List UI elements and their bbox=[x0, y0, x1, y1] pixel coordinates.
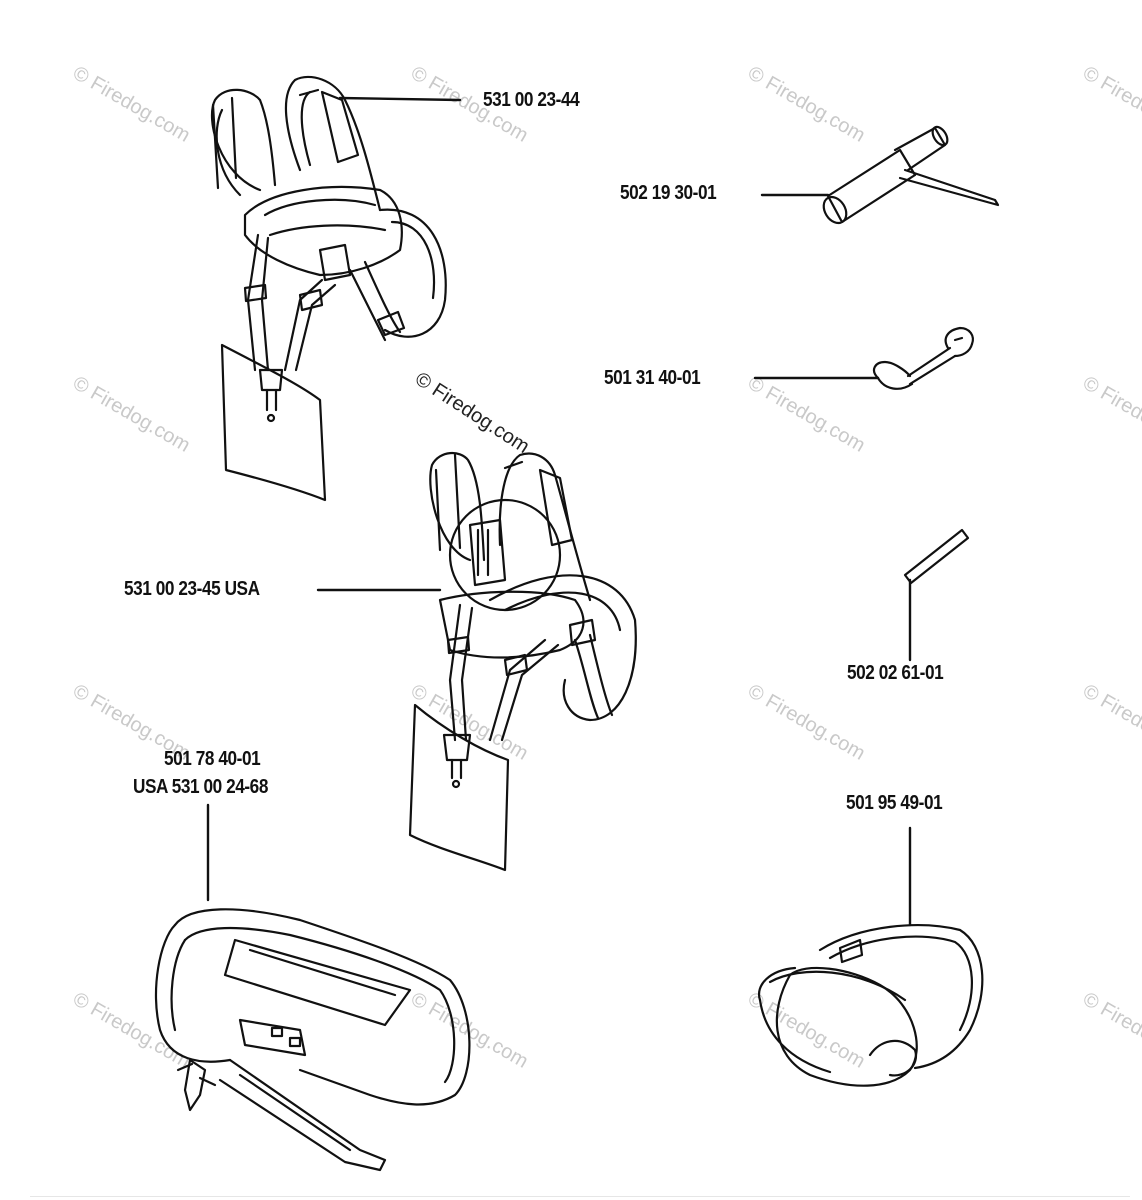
leader-line-harness-top bbox=[338, 96, 462, 102]
part-label-combination-spanner: 502 19 30-01 bbox=[620, 182, 717, 204]
part-label-wrench: 501 31 40-01 bbox=[604, 367, 701, 389]
hex-key-drawing bbox=[903, 528, 970, 585]
part-label-shoulder-strap: 501 78 40-01 bbox=[164, 748, 261, 770]
part-label-ear-protection: 501 95 49-01 bbox=[846, 792, 943, 814]
harness-top-drawing bbox=[210, 75, 447, 502]
bottom-divider bbox=[30, 1196, 1130, 1197]
part-label-shoulder-strap-usa: USA 531 00 24-68 bbox=[133, 776, 268, 798]
part-label-harness-top: 531 00 23-44 bbox=[483, 89, 580, 111]
harness-usa-drawing bbox=[408, 452, 637, 872]
wrench-drawing bbox=[872, 326, 974, 390]
shoulder-strap-drawing bbox=[154, 908, 471, 1172]
leader-lines bbox=[206, 96, 912, 927]
part-label-harness-usa: 531 00 23-45 USA bbox=[124, 578, 260, 600]
combination-spanner-drawing bbox=[822, 125, 1000, 225]
part-label-hex-key: 502 02 61-01 bbox=[847, 662, 944, 684]
ear-protection-drawing bbox=[757, 924, 984, 1087]
